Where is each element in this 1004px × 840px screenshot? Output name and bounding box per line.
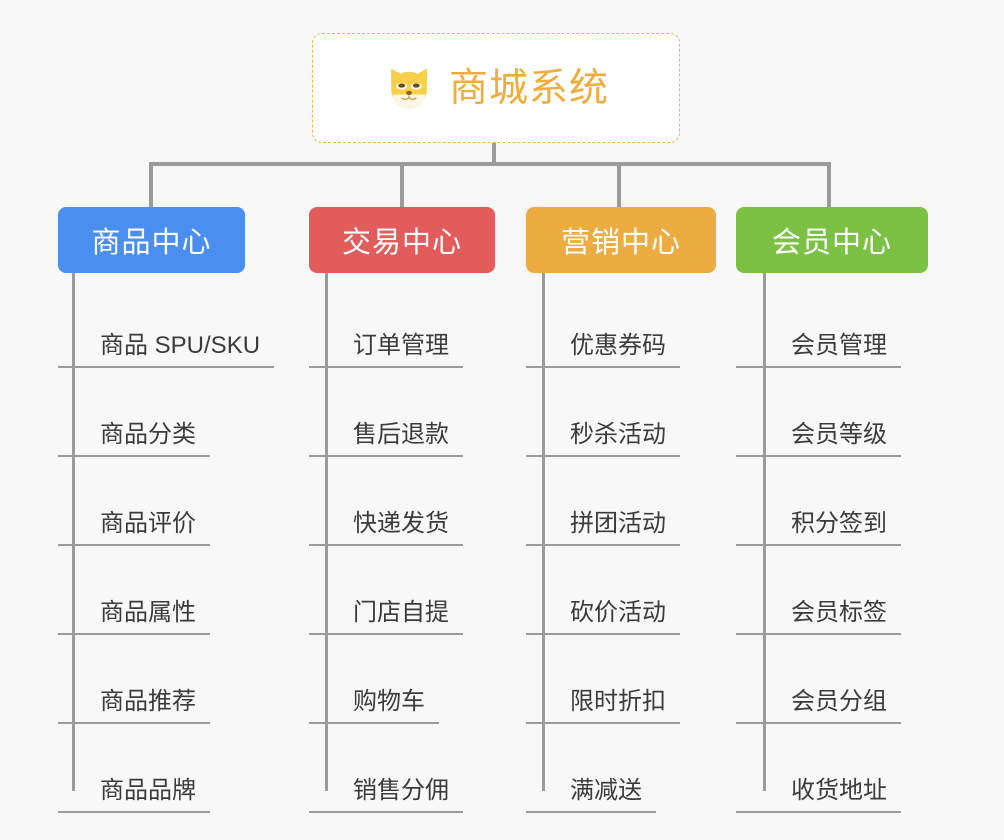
branch-column-member: 会员中心 会员管理 会员等级 积分签到 会员标签 会员分组 收货地址 xyxy=(736,207,941,813)
leaf-label: 销售分佣 xyxy=(309,777,463,813)
list-item[interactable]: 会员分组 xyxy=(736,635,941,724)
leaf-label: 订单管理 xyxy=(309,332,463,368)
list-item[interactable]: 限时折扣 xyxy=(526,635,731,724)
list-item[interactable]: 购物车 xyxy=(309,635,524,724)
list-item[interactable]: 会员管理 xyxy=(736,279,941,368)
leaf-list-marketing: 优惠券码 秒杀活动 拼团活动 砍价活动 限时折扣 满减送 xyxy=(526,273,731,813)
root-node[interactable]: 商城系统 xyxy=(312,33,680,143)
leaf-label: 满减送 xyxy=(526,777,656,813)
leaf-label: 商品评价 xyxy=(58,510,210,546)
category-header-product[interactable]: 商品中心 xyxy=(58,207,245,273)
list-item[interactable]: 砍价活动 xyxy=(526,546,731,635)
shiba-dog-face-icon xyxy=(383,62,435,114)
category-header-member[interactable]: 会员中心 xyxy=(736,207,928,273)
leaf-label: 会员分组 xyxy=(736,688,901,724)
list-item[interactable]: 商品推荐 xyxy=(58,635,288,724)
leaf-list-product: 商品 SPU/SKU 商品分类 商品评价 商品属性 商品推荐 商品品牌 xyxy=(58,273,288,813)
leaf-label: 限时折扣 xyxy=(526,688,680,724)
leaf-label: 购物车 xyxy=(309,688,439,724)
list-item[interactable]: 商品分类 xyxy=(58,368,288,457)
leaf-label: 售后退款 xyxy=(309,421,463,457)
leaf-label: 商品分类 xyxy=(58,421,210,457)
leaf-label: 商品属性 xyxy=(58,599,210,635)
list-item[interactable]: 商品品牌 xyxy=(58,724,288,813)
list-item[interactable]: 订单管理 xyxy=(309,279,524,368)
branch-column-trade: 交易中心 订单管理 售后退款 快递发货 门店自提 购物车 销售分佣 xyxy=(309,207,524,813)
list-item[interactable]: 售后退款 xyxy=(309,368,524,457)
connector-stem xyxy=(492,143,496,165)
branch-column-product: 商品中心 商品 SPU/SKU 商品分类 商品评价 商品属性 商品推荐 商品品牌 xyxy=(58,207,288,813)
list-item[interactable]: 会员标签 xyxy=(736,546,941,635)
leaf-label: 商品品牌 xyxy=(58,777,210,813)
leaf-label: 商品推荐 xyxy=(58,688,210,724)
category-header-marketing[interactable]: 营销中心 xyxy=(526,207,716,273)
leaf-label: 会员标签 xyxy=(736,599,901,635)
leaf-label: 砍价活动 xyxy=(526,599,680,635)
list-item[interactable]: 拼团活动 xyxy=(526,457,731,546)
root-title: 商城系统 xyxy=(448,66,609,110)
list-item[interactable]: 积分签到 xyxy=(736,457,941,546)
list-item[interactable]: 商品 SPU/SKU xyxy=(58,279,288,368)
list-item[interactable]: 门店自提 xyxy=(309,546,524,635)
list-item[interactable]: 满减送 xyxy=(526,724,731,813)
connector-drop-4 xyxy=(827,162,831,208)
list-item[interactable]: 商品属性 xyxy=(58,546,288,635)
leaf-label: 商品 SPU/SKU xyxy=(58,332,275,368)
list-item[interactable]: 快递发货 xyxy=(309,457,524,546)
list-item[interactable]: 秒杀活动 xyxy=(526,368,731,457)
connector-drop-2 xyxy=(400,162,404,208)
list-item[interactable]: 收货地址 xyxy=(736,724,941,813)
leaf-label: 拼团活动 xyxy=(526,510,680,546)
connector-drop-3 xyxy=(617,162,621,208)
connector-bus xyxy=(149,162,831,166)
leaf-label: 收货地址 xyxy=(736,777,901,813)
category-header-trade[interactable]: 交易中心 xyxy=(309,207,495,273)
leaf-label: 门店自提 xyxy=(309,599,463,635)
leaf-label: 快递发货 xyxy=(309,510,463,546)
leaf-label: 优惠券码 xyxy=(526,332,680,368)
list-item[interactable]: 销售分佣 xyxy=(309,724,524,813)
leaf-list-trade: 订单管理 售后退款 快递发货 门店自提 购物车 销售分佣 xyxy=(309,273,524,813)
leaf-label: 会员等级 xyxy=(736,421,901,457)
leaf-label: 积分签到 xyxy=(736,510,901,546)
list-item[interactable]: 会员等级 xyxy=(736,368,941,457)
leaf-label: 会员管理 xyxy=(736,332,901,368)
leaf-list-member: 会员管理 会员等级 积分签到 会员标签 会员分组 收货地址 xyxy=(736,273,941,813)
list-item[interactable]: 优惠券码 xyxy=(526,279,731,368)
leaf-label: 秒杀活动 xyxy=(526,421,680,457)
branch-column-marketing: 营销中心 优惠券码 秒杀活动 拼团活动 砍价活动 限时折扣 满减送 xyxy=(526,207,731,813)
list-item[interactable]: 商品评价 xyxy=(58,457,288,546)
connector-drop-1 xyxy=(149,162,153,208)
